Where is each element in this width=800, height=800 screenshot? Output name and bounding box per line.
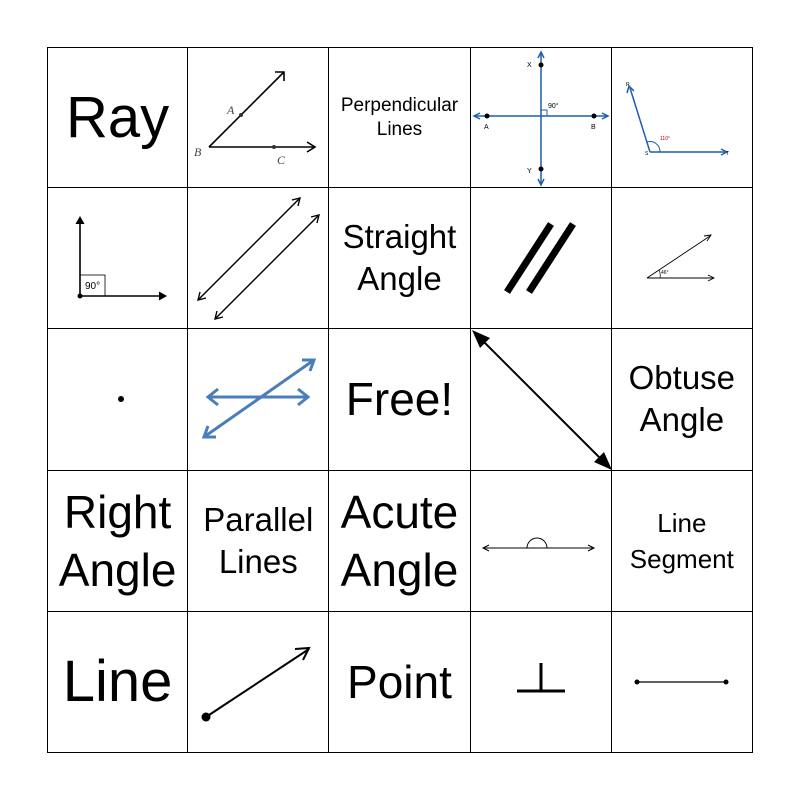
label-b: B xyxy=(591,124,596,131)
cell-line-segment-figure[interactable] xyxy=(611,611,753,753)
cell-point-figure[interactable] xyxy=(47,329,189,471)
intersecting-lines-figure xyxy=(202,358,317,439)
cell-label: Ray xyxy=(66,84,170,150)
cell-point-text[interactable]: Point xyxy=(329,611,471,753)
label-c: C xyxy=(277,153,286,167)
cell-parallel-lines-text[interactable]: Parallel Lines xyxy=(188,470,330,612)
angle-abc-figure: A B C xyxy=(194,71,317,167)
cell-perpendicular-figure[interactable]: X A B Y 90° xyxy=(470,47,612,189)
cell-label-line1: Line xyxy=(657,507,707,538)
angle-90-label: 90° xyxy=(548,102,559,110)
label-s: S xyxy=(645,151,649,157)
cell-label: Line xyxy=(62,648,173,714)
cell-label-line2: Angle xyxy=(357,260,442,298)
cell-label-line1: Obtuse xyxy=(628,359,736,397)
point-figure xyxy=(118,396,124,403)
cell-obtuse-angle-text[interactable]: Obtuse Angle xyxy=(611,329,753,471)
cell-label-line1: Acute xyxy=(340,485,459,538)
cell-parallel-figure[interactable] xyxy=(188,188,330,330)
cell-line-figure[interactable] xyxy=(470,329,612,471)
cell-free-space[interactable]: Free! xyxy=(329,329,471,471)
right-angle-figure: 90° xyxy=(75,216,168,301)
cell-label-line2: Angle xyxy=(58,543,177,596)
cell-intersecting-lines-figure[interactable] xyxy=(188,329,330,471)
straight-angle-figure xyxy=(481,537,595,552)
cell-angle-abc-figure[interactable]: A B C xyxy=(188,47,330,189)
label-y: Y xyxy=(527,168,532,175)
cell-label-line2: Lines xyxy=(376,118,423,140)
obtuse-angle-figure: R S T 110° xyxy=(626,82,729,157)
bingo-board: Ray A B C Perpendicular Lines xyxy=(47,47,753,753)
cell-acute-figure[interactable]: 46° xyxy=(611,188,753,330)
ray-figure xyxy=(201,646,311,722)
angle-46-label: 46° xyxy=(661,270,669,276)
perpendicular-figure: X A B Y 90° xyxy=(471,50,610,187)
cell-perpendicular-lines-text[interactable]: Perpendicular Lines xyxy=(329,47,471,189)
cell-label-line2: Segment xyxy=(629,543,734,574)
cell-right-angle-figure[interactable]: 90° xyxy=(47,188,189,330)
label-t: T xyxy=(726,151,729,157)
cell-label-line1: Parallel xyxy=(203,500,314,538)
line-figure xyxy=(471,330,612,471)
perpendicular-symbol xyxy=(516,662,565,693)
cell-perpendicular-symbol[interactable] xyxy=(470,611,612,753)
line-segment-figure xyxy=(634,679,729,685)
label-a: A xyxy=(484,124,489,131)
cell-straight-angle-text[interactable]: Straight Angle xyxy=(329,188,471,330)
parallel-symbol xyxy=(503,222,576,295)
free-space-label: Free! xyxy=(345,373,454,426)
angle-110-label: 110° xyxy=(660,136,670,142)
cell-ray-figure[interactable] xyxy=(188,611,330,753)
cell-parallel-symbol[interactable] xyxy=(470,188,612,330)
label-r: R xyxy=(626,82,630,88)
cell-label-line2: Angle xyxy=(639,401,725,439)
cell-obtuse-figure[interactable]: R S T 110° xyxy=(611,47,753,189)
label-x: X xyxy=(527,62,532,69)
cell-label-line2: Lines xyxy=(218,542,298,580)
cell-label-line1: Right xyxy=(63,485,172,538)
label-b: B xyxy=(194,145,202,159)
cell-ray-text[interactable]: Ray xyxy=(47,47,189,189)
cell-acute-angle-text[interactable]: Acute Angle xyxy=(329,470,471,612)
cell-label-line1: Straight xyxy=(342,218,457,256)
cell-label-line1: Perpendicular xyxy=(340,94,459,116)
cell-line-text[interactable]: Line xyxy=(47,611,189,753)
cell-line-segment-text[interactable]: Line Segment xyxy=(611,470,753,612)
parallel-lines-figure xyxy=(197,197,321,321)
cell-label: Point xyxy=(347,655,452,708)
acute-angle-figure: 46° xyxy=(646,234,715,282)
cell-right-angle-text[interactable]: Right Angle xyxy=(47,470,189,612)
angle-90-label: 90° xyxy=(85,281,100,292)
cell-label-line2: Angle xyxy=(340,543,459,596)
label-a: A xyxy=(226,103,235,117)
cell-straight-angle-figure[interactable] xyxy=(470,470,612,612)
